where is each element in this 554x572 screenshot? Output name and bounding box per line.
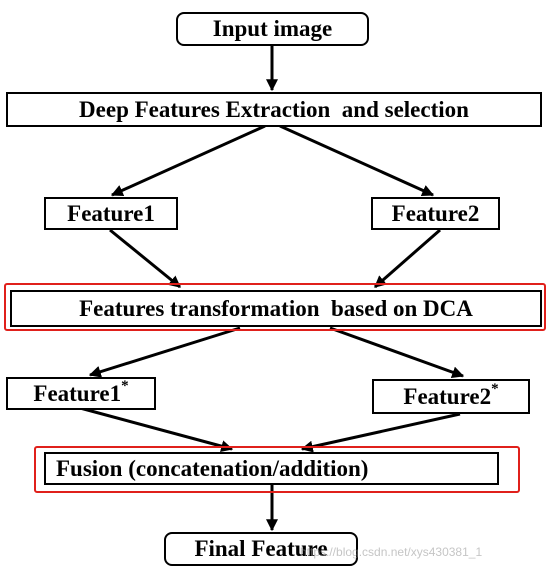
node-feature2: Feature2: [371, 197, 500, 230]
feature1-star-mark: *: [121, 377, 129, 394]
node-features-transformation-label: Features transformation based on DCA: [79, 295, 473, 321]
node-feature2-star: Feature2*: [372, 379, 530, 414]
node-feature1-star-label: Feature1*: [33, 377, 129, 407]
feature2-star-mark: *: [491, 380, 499, 397]
arrow-feature2star-to-fusion: [300, 412, 461, 453]
node-input-image-label: Input image: [212, 16, 333, 41]
node-feature1: Feature1: [44, 197, 178, 230]
node-final-feature: Final Feature: [164, 532, 358, 566]
highlight-transform: [4, 283, 546, 331]
node-deep-features-label: Deep Features Extraction and selection: [79, 96, 469, 122]
node-fusion: Fusion (concatenation/addition): [44, 452, 499, 485]
node-features-transformation: Features transformation based on DCA: [10, 290, 542, 327]
node-feature1-star: Feature1*: [6, 377, 156, 410]
arrow-transform-to-feature2star: [329, 326, 465, 378]
watermark: https://blog.csdn.net/xys430381_1: [300, 545, 483, 559]
arrow-transform-to-feature1star: [88, 326, 241, 378]
node-input-image: Input image: [176, 12, 369, 46]
feature2-star-text: Feature2: [403, 383, 492, 409]
node-final-feature-label: Final Feature: [194, 536, 328, 561]
arrow-feature1-to-transform: [109, 228, 181, 289]
arrow-deep-to-feature2: [279, 124, 435, 197]
highlight-fusion: [34, 446, 520, 493]
arrow-feature2-to-transform: [374, 228, 441, 289]
node-feature2-label: Feature2: [391, 200, 480, 226]
feature1-star-text: Feature1: [33, 380, 122, 406]
node-feature2-star-label: Feature2*: [403, 380, 499, 410]
node-fusion-label: Fusion (concatenation/addition): [56, 455, 369, 481]
node-feature1-label: Feature1: [67, 200, 155, 226]
arrow-feature1star-to-fusion: [79, 406, 234, 452]
arrow-deep-to-feature1: [110, 124, 266, 197]
node-deep-features: Deep Features Extraction and selection: [6, 92, 542, 127]
